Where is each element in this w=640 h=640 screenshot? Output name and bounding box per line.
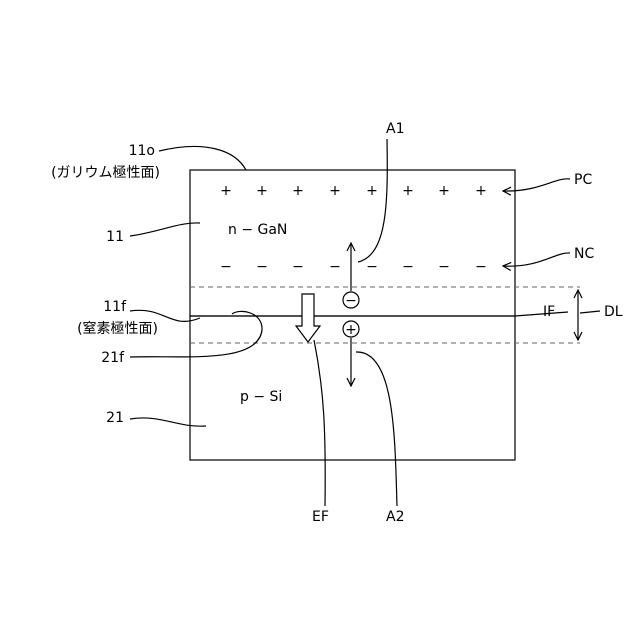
leader-pc [503,179,570,191]
plus-sign: + [438,183,450,199]
minus-sign: − [220,259,232,275]
label-nitrogen-face: (窒素極性面) [77,320,158,337]
label-a1: A1 [386,121,404,137]
plus-sign: + [256,183,268,199]
leader-a2 [356,352,397,506]
label-a2: A2 [386,509,404,525]
leader-11o [159,146,246,170]
label-11f: 11f [103,299,127,315]
minus-sign: − [366,259,378,275]
leader-a1 [358,139,387,262]
electron-minus: − [345,293,357,309]
label-nc: NC [574,246,594,262]
positive-charge-row: + + + + + + + + [220,183,487,199]
minus-sign: − [475,259,487,275]
plus-sign: + [292,183,304,199]
minus-sign: − [292,259,304,275]
plus-sign: + [402,183,414,199]
plus-sign: + [220,183,232,199]
leader-if [515,312,568,316]
label-11: 11 [106,229,124,245]
label-21f: 21f [101,350,125,366]
minus-sign: − [256,259,268,275]
label-ef: EF [312,509,329,525]
si-layer-label: p − Si [240,389,282,405]
label-pc: PC [574,172,592,188]
label-11o: 11o [129,143,155,159]
plus-sign: + [329,183,341,199]
minus-sign: − [402,259,414,275]
plus-sign: + [366,183,378,199]
leader-ef [314,340,325,506]
negative-charge-row: − − − − − − − − [220,259,487,275]
leader-nc [503,253,570,266]
label-gallium-face: (ガリウム極性面) [51,165,160,181]
minus-sign: − [329,259,341,275]
plus-sign: + [475,183,487,199]
label-dl: DL [604,304,623,320]
label-if: IF [543,304,555,320]
hole-plus: + [345,322,357,338]
electric-field-arrow [296,294,320,342]
leader-21 [130,418,206,426]
label-21: 21 [106,410,124,426]
minus-sign: − [438,259,450,275]
leader-dl [580,311,600,313]
gan-layer-label: n − GaN [228,222,287,238]
